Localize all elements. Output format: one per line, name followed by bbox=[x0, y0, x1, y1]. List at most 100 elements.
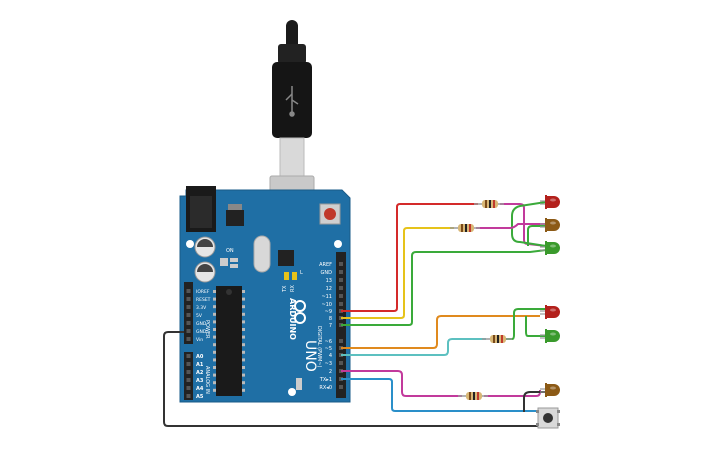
header-pin[interactable] bbox=[186, 329, 191, 333]
ic-pin bbox=[213, 290, 216, 293]
capacitor bbox=[194, 236, 216, 258]
ic-pin bbox=[242, 297, 245, 301]
ic-pin bbox=[213, 381, 216, 385]
led-yellow[interactable] bbox=[540, 383, 560, 397]
wire-green[interactable] bbox=[341, 249, 547, 326]
digital-pin-label: ~9 bbox=[325, 309, 332, 315]
mount-hole bbox=[334, 240, 342, 248]
led-green[interactable] bbox=[540, 241, 560, 255]
model-label: UNO bbox=[302, 340, 318, 372]
wire-orange[interactable] bbox=[341, 315, 540, 349]
header-pin[interactable] bbox=[186, 378, 191, 382]
header-pin[interactable] bbox=[186, 337, 191, 341]
power-pin-label: RESET bbox=[196, 297, 211, 303]
pushbutton[interactable] bbox=[536, 407, 560, 429]
digital-pin-label: 8 bbox=[329, 316, 332, 322]
header-pin[interactable] bbox=[339, 302, 343, 306]
header-pin[interactable] bbox=[186, 321, 191, 325]
digital-title: DIGITAL (PWM~) bbox=[316, 326, 322, 368]
header-pin[interactable] bbox=[339, 262, 343, 266]
digital-pin-label: 4 bbox=[329, 353, 332, 359]
digital-pin-label: ~5 bbox=[325, 346, 332, 352]
wire-blue[interactable] bbox=[341, 378, 538, 412]
header-pin[interactable] bbox=[186, 289, 191, 293]
header-pin[interactable] bbox=[186, 394, 191, 398]
ic-pin bbox=[242, 381, 245, 385]
ic-pin bbox=[213, 388, 216, 392]
led-red[interactable] bbox=[540, 305, 560, 319]
wire-black[interactable] bbox=[163, 331, 540, 427]
led-red[interactable] bbox=[540, 195, 560, 209]
reset-button[interactable] bbox=[319, 203, 341, 225]
digital-pin-label: ~3 bbox=[325, 361, 332, 367]
header-pin[interactable] bbox=[186, 386, 191, 390]
digital-pin-label: TX▸1 bbox=[319, 377, 332, 383]
header-pin[interactable] bbox=[186, 370, 191, 374]
wire-led-link[interactable] bbox=[525, 316, 546, 337]
ic-pin bbox=[242, 312, 245, 316]
wire-led-link[interactable] bbox=[511, 201, 547, 247]
ic-pin bbox=[213, 305, 216, 309]
resistor[interactable] bbox=[474, 200, 504, 208]
ic-pin bbox=[242, 328, 245, 331]
usb-cable[interactable] bbox=[269, 20, 315, 217]
header-pin[interactable] bbox=[339, 385, 343, 389]
digital-pin-label: ~11 bbox=[321, 294, 332, 300]
header-pin[interactable] bbox=[339, 294, 343, 298]
digital-pin-label: ~6 bbox=[325, 339, 332, 345]
header-pin[interactable] bbox=[339, 278, 343, 282]
header-pin[interactable] bbox=[186, 354, 191, 358]
wire-cyan[interactable] bbox=[341, 338, 486, 356]
wire-led-link[interactable] bbox=[506, 308, 546, 340]
wire-button-link[interactable] bbox=[523, 391, 546, 412]
ic-pin bbox=[213, 358, 216, 362]
wire-red[interactable] bbox=[341, 203, 478, 312]
ic-pin bbox=[213, 350, 216, 354]
capacitor bbox=[194, 261, 216, 283]
analog-title: ANALOG IN bbox=[204, 366, 210, 394]
led-yellow[interactable] bbox=[540, 218, 560, 232]
header-pin[interactable] bbox=[186, 305, 191, 309]
atmega-chip bbox=[213, 286, 245, 396]
header-pin[interactable] bbox=[186, 297, 191, 301]
digital-pin-label: 12 bbox=[326, 286, 332, 292]
wires bbox=[163, 201, 547, 427]
digital-pin-label: 2 bbox=[329, 369, 332, 375]
header-pin[interactable] bbox=[339, 339, 343, 343]
power-pin-label: 3.3V bbox=[196, 305, 207, 311]
wire-magenta[interactable] bbox=[341, 370, 462, 397]
resistor[interactable] bbox=[450, 224, 480, 232]
ic-pin bbox=[242, 366, 245, 369]
analog-pin-label: A2 bbox=[196, 370, 204, 376]
svg-text:ARDUINO: ARDUINO bbox=[288, 298, 297, 340]
header-pin[interactable] bbox=[339, 286, 343, 290]
ic-pin bbox=[242, 358, 245, 362]
power-pin-label: GND bbox=[196, 329, 207, 335]
power-pin-label: 5V bbox=[196, 313, 203, 319]
ic-pin bbox=[242, 388, 245, 392]
ic-pin bbox=[213, 366, 216, 369]
header-pin[interactable] bbox=[186, 313, 191, 317]
led-green[interactable] bbox=[540, 329, 560, 343]
ic-pin bbox=[213, 373, 216, 377]
analog-pin-label: A3 bbox=[196, 378, 204, 384]
wire-yellow[interactable] bbox=[341, 227, 454, 319]
analog-pin-label: A1 bbox=[196, 362, 204, 368]
header-pin[interactable] bbox=[339, 361, 343, 365]
digital-pin-label: ~10 bbox=[321, 302, 332, 308]
resistor[interactable] bbox=[458, 392, 488, 400]
arduino-uno-board[interactable]: TX RX ON L ARDUINO UNO AREFGND1312~11~10… bbox=[179, 186, 351, 403]
ic-pin bbox=[242, 305, 245, 309]
header-pin[interactable] bbox=[339, 270, 343, 274]
arduino-logo: ARDUINO bbox=[288, 298, 306, 340]
ic-pin bbox=[242, 290, 245, 293]
resistor[interactable] bbox=[482, 335, 512, 343]
wire-led-link[interactable] bbox=[527, 225, 546, 246]
ic-pin bbox=[242, 343, 245, 347]
wire-led-link[interactable] bbox=[476, 223, 546, 229]
rx-label: RX bbox=[290, 285, 296, 292]
header-pin[interactable] bbox=[186, 362, 191, 366]
